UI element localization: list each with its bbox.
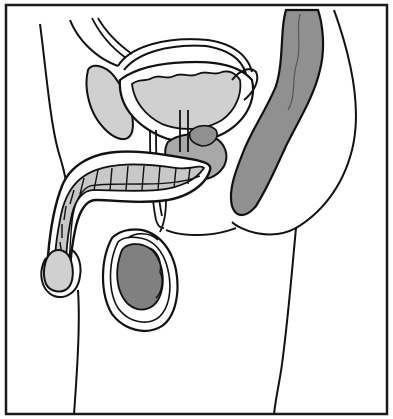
seminal-vesicle	[190, 126, 217, 146]
glans	[44, 250, 73, 291]
